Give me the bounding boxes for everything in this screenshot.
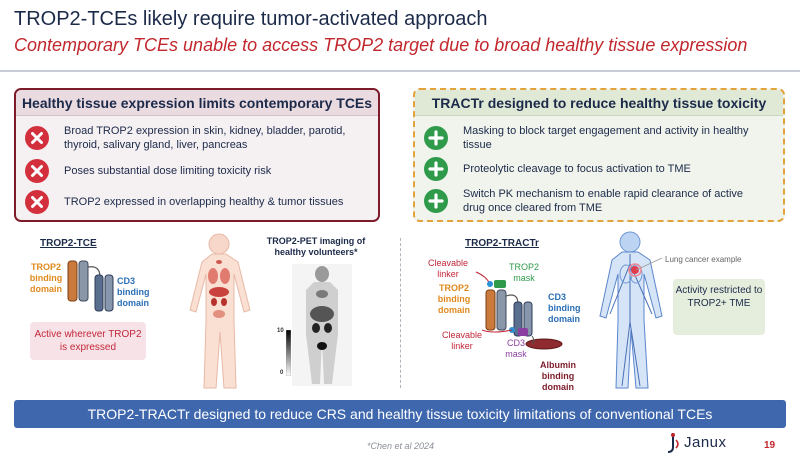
pet-scale-bottom: 0: [280, 370, 284, 376]
tractr-title: TROP2-TRACTr: [465, 238, 539, 249]
slide-title: TROP2-TCEs likely require tumor-activate…: [14, 8, 488, 30]
pet-scan-image: [292, 264, 352, 386]
right-item-text: Proteolytic cleavage to focus activation…: [463, 163, 691, 175]
left-item-text: Poses substantial dose limiting toxicity…: [64, 165, 272, 177]
tce-title: TROP2-TCE: [40, 238, 97, 249]
tce-active-note: Active wherever TROP2 is expressed: [30, 322, 146, 360]
x-circle-icon: [25, 126, 49, 150]
x-circle-icon: [25, 159, 49, 183]
tractr-molecule-icon: [475, 271, 563, 350]
right-panel: TRACTr designed to reduce healthy tissue…: [413, 88, 785, 222]
plus-circle-icon: [424, 189, 448, 213]
tce-cd3-label: CD3 binding domain: [117, 276, 150, 308]
page-number: 19: [764, 440, 776, 451]
tractr-albumin: Albumin binding domain: [540, 360, 576, 392]
pet-scale-bar: [286, 330, 291, 376]
lung-example-label: Lung cancer example: [665, 255, 742, 264]
tce-molecule-icon: [67, 260, 114, 312]
header-divider: [0, 70, 800, 72]
slide-subtitle: Contemporary TCEs unable to access TROP2…: [14, 35, 748, 55]
pet-caption: TROP2-PET imaging of healthy volunteers*: [266, 236, 366, 257]
left-panel-heading: Healthy tissue expression limits contemp…: [16, 90, 378, 116]
tractr-cleavable-linker-top: Cleavable linker: [427, 258, 469, 279]
pet-scale-top: 10: [277, 328, 284, 334]
tractr-trop2-mask: TROP2 mask: [508, 262, 539, 283]
tractr-cd3-binding: CD3 binding domain: [548, 292, 581, 324]
left-panel: Healthy tissue expression limits contemp…: [14, 88, 380, 222]
tractr-cleavable-linker-bottom: Cleavable linker: [441, 330, 483, 351]
right-item: Switch PK mechanism to enable rapid clea…: [423, 187, 763, 215]
plus-circle-icon: [424, 126, 448, 150]
tce-trop2-label: TROP2 binding domain: [29, 262, 63, 294]
right-item-text: Masking to block target engagement and a…: [463, 125, 749, 151]
left-item-text: TROP2 expressed in overlapping healthy &…: [64, 196, 344, 208]
pointer-line: [635, 257, 663, 271]
summary-banner: TROP2-TRACTr designed to reduce CRS and …: [14, 400, 786, 428]
janux-logo-icon: [667, 433, 679, 453]
x-circle-icon: [25, 190, 49, 214]
plus-circle-icon: [424, 157, 448, 181]
right-item-text: Switch PK mechanism to enable rapid clea…: [463, 188, 744, 214]
janux-logo-text: Janux: [684, 434, 727, 451]
body-organs-icon: [189, 233, 251, 389]
left-item: Broad TROP2 expression in skin, kidney, …: [24, 124, 364, 152]
tractr-trop2-binding: TROP2 binding domain: [437, 283, 471, 315]
citation: *Chen et al 2024: [367, 441, 435, 451]
right-panel-heading: TRACTr designed to reduce healthy tissue…: [415, 90, 783, 116]
left-item-text: Broad TROP2 expression in skin, kidney, …: [64, 125, 346, 151]
section-divider: [400, 238, 401, 388]
vascular-body-icon: [599, 231, 663, 389]
activity-restricted-note: Activity restricted to TROP2+ TME: [673, 279, 765, 335]
left-item: TROP2 expressed in overlapping healthy &…: [24, 189, 364, 215]
right-item: Masking to block target engagement and a…: [423, 124, 763, 152]
right-item: Proteolytic cleavage to focus activation…: [423, 156, 763, 182]
tractr-cd3-mask: CD3 mask: [505, 338, 527, 359]
left-item: Poses substantial dose limiting toxicity…: [24, 158, 364, 184]
